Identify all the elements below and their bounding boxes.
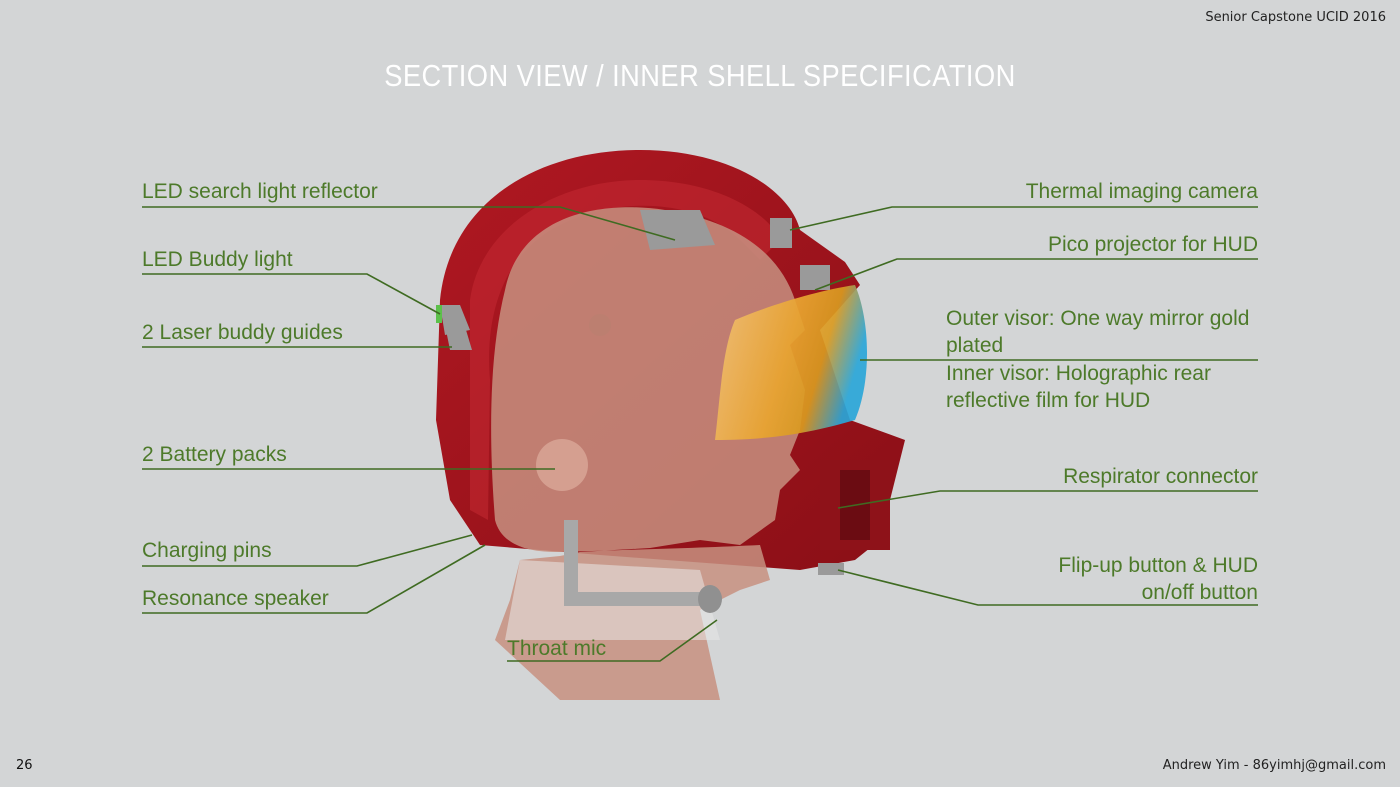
callout-throat-mic: Throat mic [507, 635, 606, 662]
leader-led-buddy-light [142, 274, 440, 314]
callout-laser-buddy-guides: 2 Laser buddy guides [142, 319, 343, 346]
callout-respirator-connector: Respirator connector [980, 463, 1258, 490]
callout-thermal-camera: Thermal imaging camera [980, 178, 1258, 205]
leader-respirator-connector [838, 491, 1258, 508]
callout-outer-visor: Outer visor: One way mirror gold plated [946, 305, 1266, 359]
callout-inner-visor: Inner visor: Holographic rear reflective… [946, 360, 1236, 414]
callout-charging-pins: Charging pins [142, 537, 272, 564]
callout-flip-up-button: Flip-up button & HUD on/off button [1040, 552, 1258, 606]
leader-pico-projector [815, 259, 1258, 290]
page-number: 26 [16, 758, 33, 773]
leader-thermal-camera [790, 207, 1258, 230]
callout-battery-packs: 2 Battery packs [142, 441, 287, 468]
author-credit: Andrew Yim - 86yimhj@gmail.com [1163, 758, 1386, 773]
callout-pico-projector: Pico projector for HUD [980, 231, 1258, 258]
callout-resonance-speaker: Resonance speaker [142, 585, 329, 612]
callout-led-buddy-light: LED Buddy light [142, 246, 293, 273]
callout-led-search-light: LED search light reflector [142, 178, 378, 205]
